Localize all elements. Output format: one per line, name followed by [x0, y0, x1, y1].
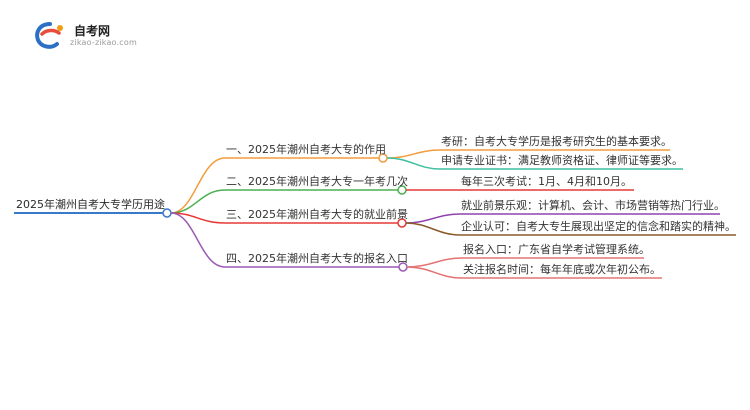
branch-1-connector: [170, 157, 226, 214]
branch-3-leaf-2-label: 企业认可：自考大专生展现出坚定的信念和踏实的精神。: [461, 219, 736, 233]
branch-3-leaf-1-label: 就业前景乐观：计算机、会计、市场营销等热门行业。: [461, 198, 725, 212]
branch-2-connector: [170, 189, 226, 214]
branch-1-leaf-1-connector: [386, 149, 441, 159]
branch-4-leaf-1-label: 报名入口：广东省自学考试管理系统。: [463, 242, 650, 256]
branch-3-label: 三、2025年潮州自考大专的就业前景: [226, 207, 408, 221]
branch-4-label: 四、2025年潮州自考大专的报名入口: [226, 251, 408, 265]
site-logo[interactable]: 自考网 zikao-zikao.com: [32, 20, 172, 52]
branch-3-leaf-1-connector: [405, 213, 461, 224]
branch-3-leaf-2-connector: [405, 222, 461, 236]
branch-1-leaf-2-label: 申请专业证书：满足教师资格证、律师证等要求。: [441, 153, 683, 167]
branch-2-leaf-1-label: 每年三次考试：1月、4月和10月。: [461, 174, 632, 188]
root-label: 2025年潮州自考大专学历用途: [16, 197, 165, 211]
logo-swirl-icon: [35, 22, 63, 49]
branch-1-label: 一、2025年潮州自考大专的作用: [226, 142, 386, 156]
branch-2-label: 二、2025年潮州自考大专一年考几次: [226, 174, 408, 188]
branch-4-leaf-2-connector: [406, 266, 462, 279]
branch-1-leaf-1-label: 考研：自考大专学历是报考研究生的基本要求。: [441, 134, 672, 148]
branch-4-leaf-2-label: 关注报名时间：每年年底或次年初公布。: [463, 262, 661, 276]
logo-title: 自考网: [74, 24, 111, 38]
logo-subtitle: zikao-zikao.com: [70, 38, 137, 47]
branch-4-connector: [170, 212, 226, 268]
branch-1-leaf-2-connector: [386, 157, 441, 170]
branch-4-leaf-1-connector: [406, 257, 462, 268]
